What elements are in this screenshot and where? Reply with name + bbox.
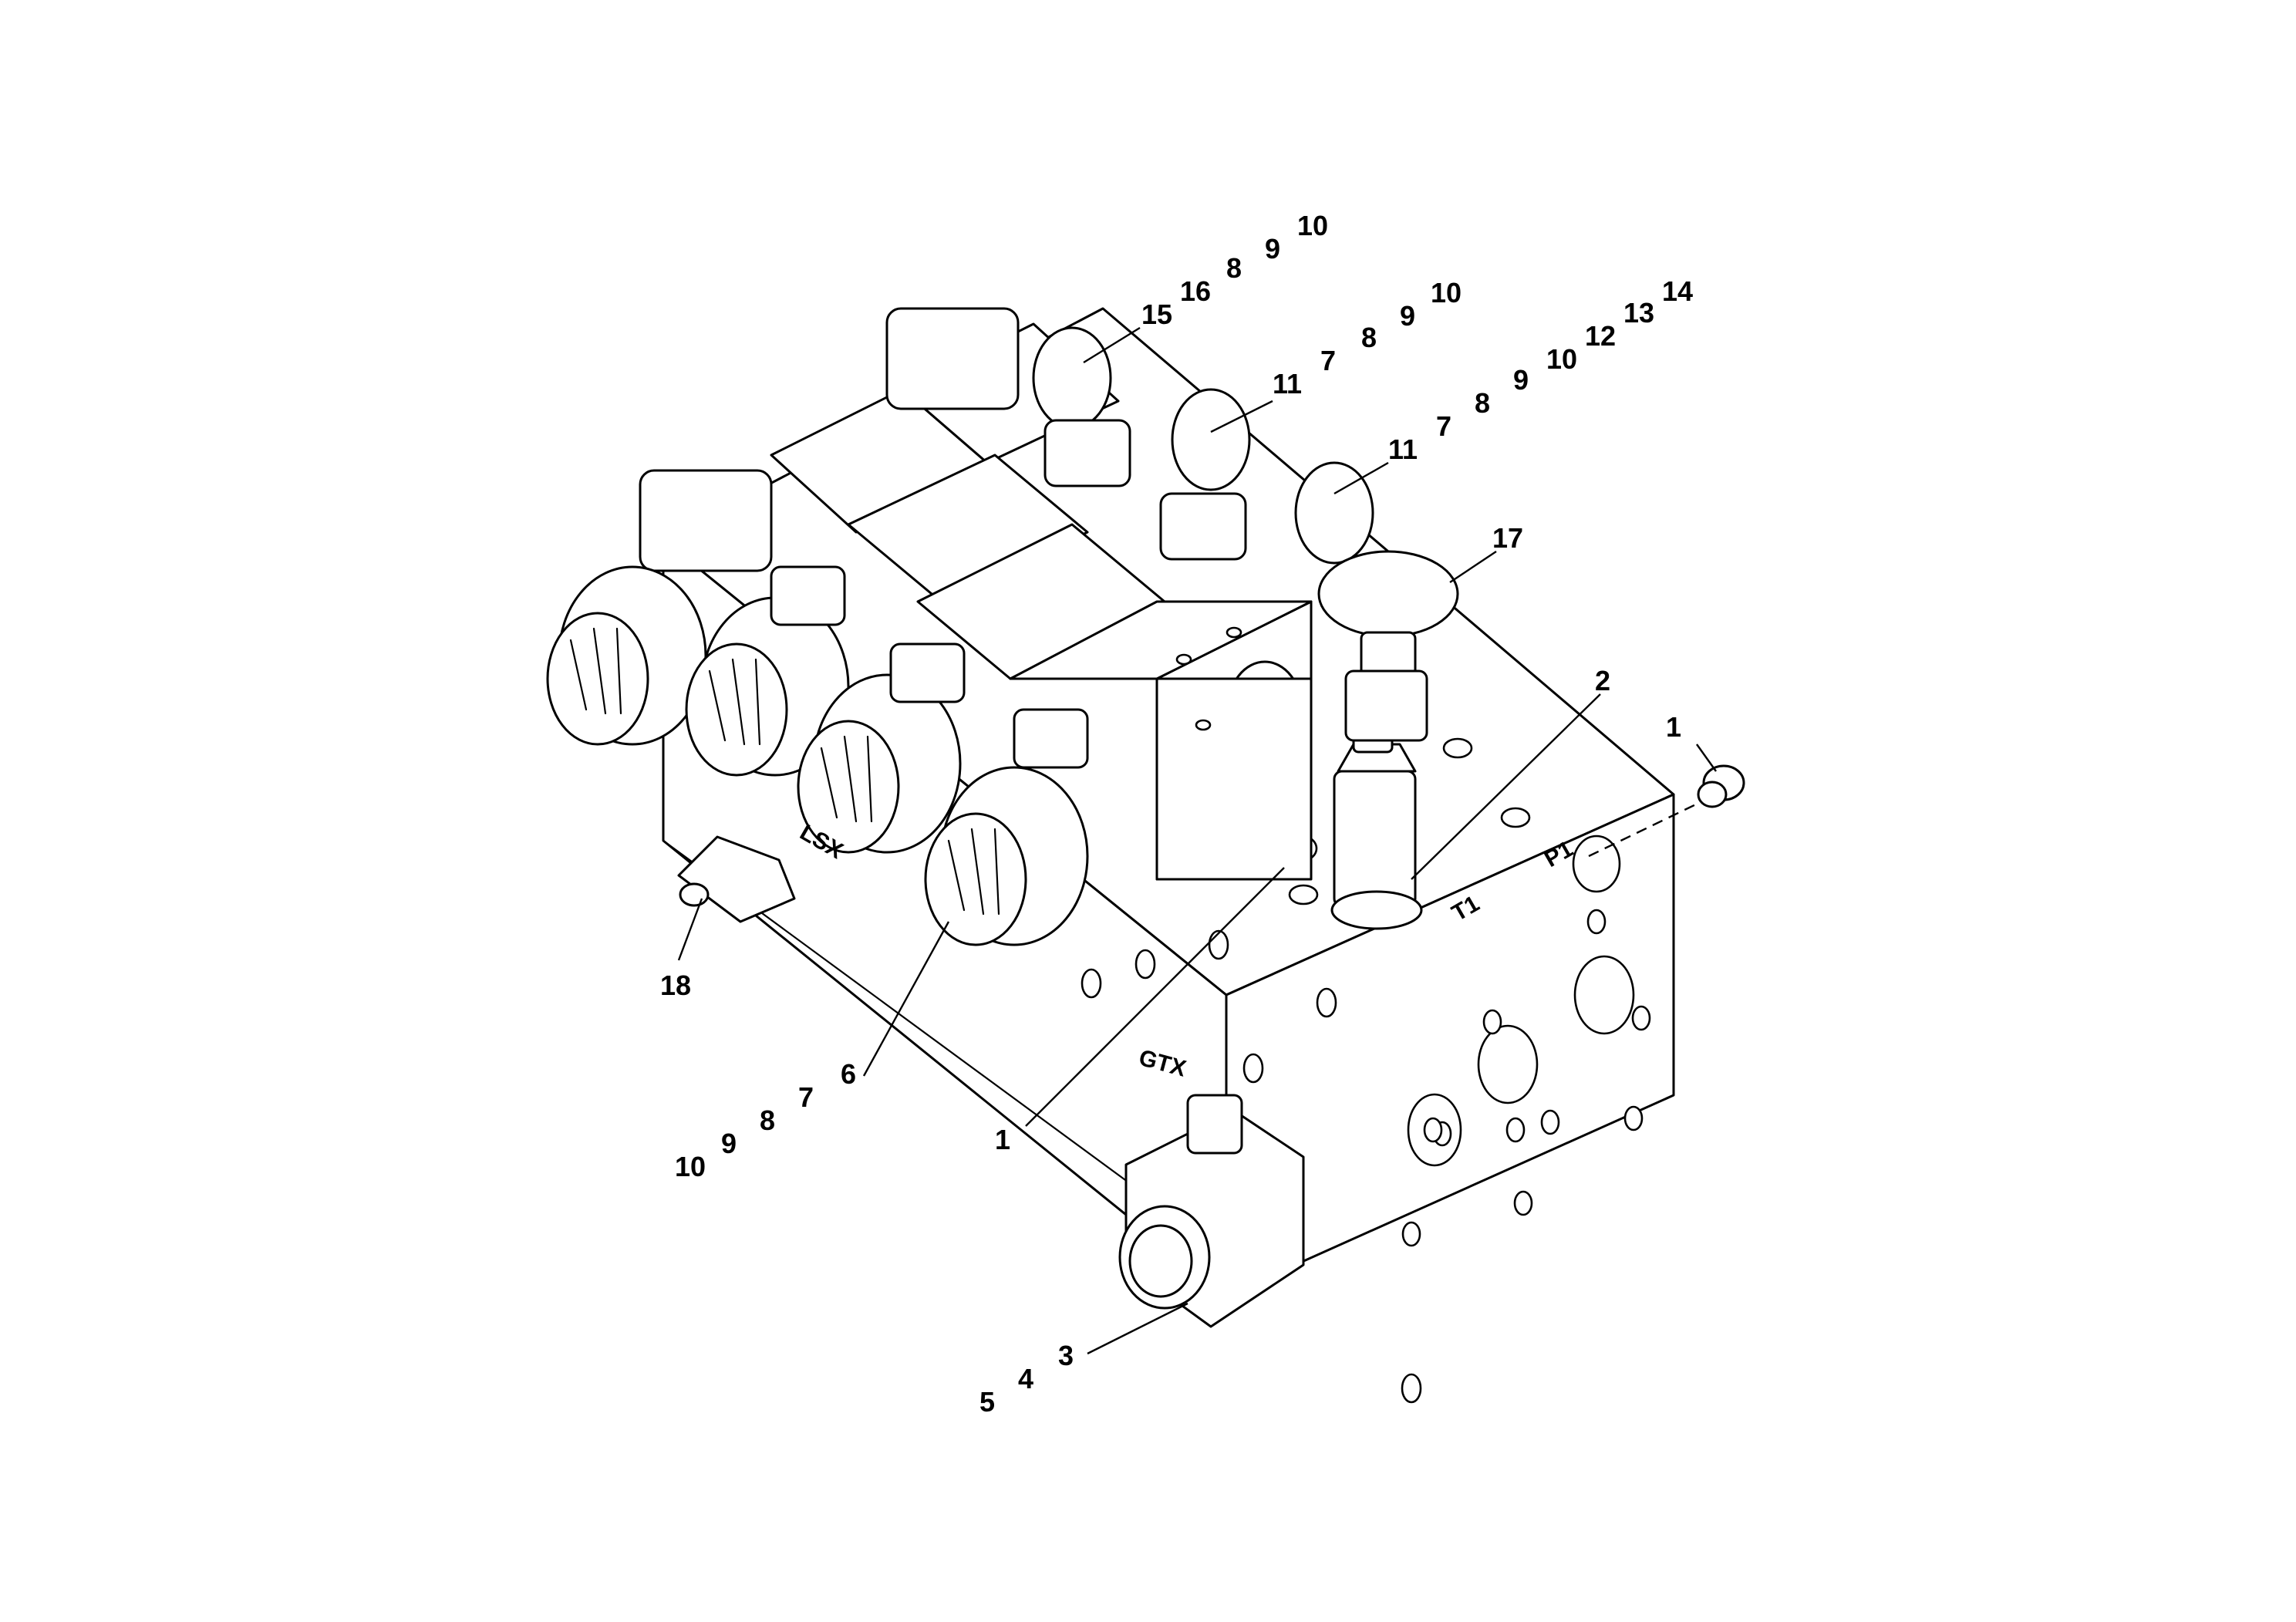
- callout-10: 10: [1431, 277, 1462, 309]
- solenoid-valve-1-rear: [546, 307, 1120, 746]
- leader-lines: [677, 326, 1717, 1355]
- callout-1-center: 1: [995, 1124, 1010, 1155]
- callout-10: 10: [1546, 343, 1577, 375]
- callout-3: 3: [1058, 1340, 1074, 1371]
- callout-7: 7: [1320, 345, 1336, 376]
- callout-8: 8: [1226, 252, 1242, 284]
- callout-4: 4: [1018, 1363, 1033, 1394]
- callout-11: 11: [1273, 368, 1302, 400]
- adjuster-knob: [1317, 550, 1459, 742]
- callout-11: 11: [1388, 433, 1418, 465]
- pressure-relief-valve: [1330, 712, 1423, 930]
- callout-9: 9: [1265, 233, 1280, 265]
- gtx-solenoid: [1118, 1094, 1305, 1328]
- callout-10: 10: [1297, 210, 1328, 241]
- callout-12: 12: [1585, 320, 1616, 352]
- callout-row-left: 10 9 8 7 6: [675, 1058, 856, 1182]
- solenoid-valve-4-front: [924, 600, 1313, 946]
- callout-6: 6: [841, 1058, 856, 1090]
- callout-9: 9: [721, 1128, 737, 1159]
- callout-17: 17: [1492, 522, 1523, 554]
- callout-15: 15: [1141, 298, 1172, 330]
- callout-7: 7: [798, 1081, 814, 1113]
- callout-8: 8: [1361, 322, 1377, 353]
- callout-7: 7: [1436, 410, 1451, 442]
- test-point-fitting: [677, 835, 796, 923]
- callout-13: 13: [1623, 297, 1654, 329]
- callout-row-top-3: 11 7 8 9 10 12 13 14: [1388, 275, 1693, 465]
- callout-5: 5: [979, 1386, 995, 1418]
- callout-9: 9: [1513, 364, 1529, 396]
- callout-2: 2: [1595, 665, 1610, 696]
- solenoid-valve-2: [685, 388, 1251, 777]
- callout-10: 10: [675, 1151, 706, 1182]
- callout-8: 8: [760, 1104, 775, 1136]
- end-face-ports: [1401, 909, 1651, 1247]
- port-plug: [1572, 764, 1745, 893]
- callout-row-top-1: 15 16 8 9 10: [1141, 210, 1328, 330]
- solenoid-valve-3: [797, 461, 1374, 854]
- callout-row-top-2: 11 7 8 9 10: [1273, 277, 1462, 400]
- callout-9: 9: [1400, 300, 1415, 332]
- callout-8: 8: [1475, 387, 1490, 419]
- callout-16: 16: [1180, 275, 1211, 307]
- callout-row-bottom: 5 4 3: [979, 1340, 1074, 1418]
- callout-14: 14: [1662, 275, 1693, 307]
- callout-1-right: 1: [1666, 711, 1681, 743]
- callout-18: 18: [660, 969, 691, 1001]
